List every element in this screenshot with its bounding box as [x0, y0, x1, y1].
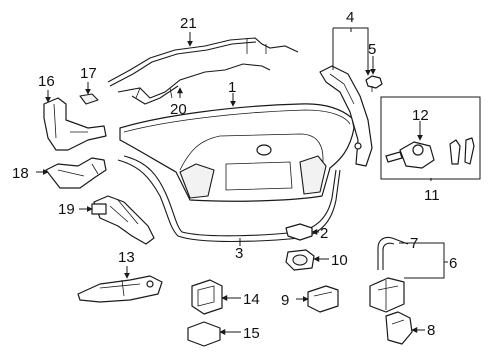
latch-19 — [91, 195, 155, 245]
cable-harness-20 — [117, 63, 271, 105]
callout-8: 8 — [427, 322, 435, 339]
callout-4: 4 — [346, 9, 354, 26]
callout-17: 17 — [80, 65, 97, 82]
callout-1: 1 — [228, 79, 236, 96]
hinge-bolt — [365, 75, 383, 92]
callout-12: 12 — [412, 107, 429, 124]
bracket-9 — [307, 285, 339, 313]
lock-6 — [369, 277, 405, 313]
callout-9: 9 — [281, 292, 289, 309]
callout-6: 6 — [449, 255, 457, 272]
callout-10: 10 — [331, 252, 348, 269]
cable-harness-21 — [107, 37, 299, 87]
rod-7 — [377, 236, 409, 270]
striker-14 — [191, 279, 223, 315]
callout-labels: 21 20 1 4 5 16 17 18 19 13 3 2 10 14 15 … — [12, 9, 457, 342]
callout-3: 3 — [235, 245, 243, 262]
cap-8 — [385, 311, 413, 345]
bracket-18 — [45, 157, 107, 189]
clip-2 — [285, 223, 313, 241]
callout-2: 2 — [320, 225, 328, 242]
callout-21: 21 — [180, 15, 197, 32]
callout-16: 16 — [38, 73, 55, 90]
callout-11: 11 — [424, 187, 440, 204]
callout-14: 14 — [243, 291, 260, 308]
grommet-10 — [285, 249, 315, 271]
callout-18: 18 — [12, 165, 29, 182]
callout-15: 15 — [243, 325, 260, 342]
bumper-15 — [187, 321, 221, 347]
callout-5: 5 — [368, 41, 376, 58]
callout-13: 13 — [118, 249, 135, 266]
leader-lines — [36, 27, 448, 335]
pad-17 — [79, 93, 99, 105]
callout-20: 20 — [170, 101, 187, 118]
bracket-16 — [43, 97, 107, 151]
actuator-13 — [77, 275, 163, 303]
callout-7: 7 — [410, 235, 418, 252]
callout-19: 19 — [58, 201, 75, 218]
lock-cylinder-inset — [380, 96, 481, 180]
hinge — [319, 65, 373, 167]
trunk-lid — [119, 103, 355, 202]
